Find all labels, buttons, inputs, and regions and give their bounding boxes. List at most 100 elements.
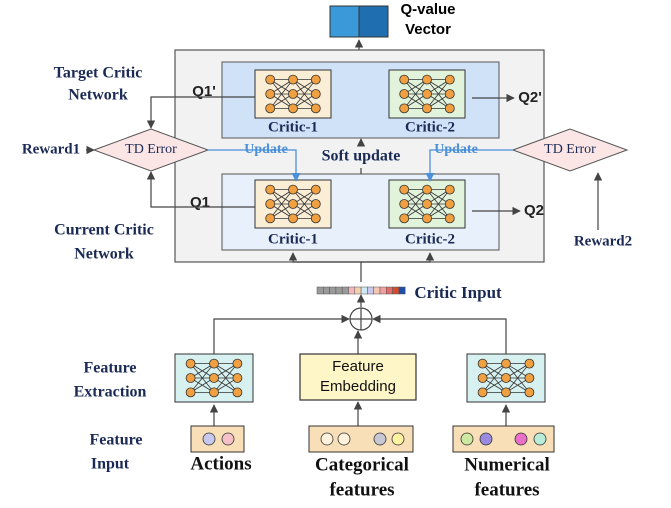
critic-input-segment — [335, 286, 343, 295]
neuron-node — [265, 74, 276, 85]
critic-input-segment — [398, 286, 406, 295]
categorical-input-box — [308, 425, 414, 453]
current-critic-1-label: Critic-1 — [268, 231, 318, 247]
q2-label: Q2 — [524, 202, 544, 219]
neuron-node — [310, 74, 321, 85]
critic-input-segment — [379, 286, 387, 295]
neuron-node — [232, 373, 243, 383]
neuron-node — [444, 89, 455, 99]
feature-input-label-line2: Input — [91, 456, 130, 473]
critic-input-segment — [386, 286, 393, 295]
soft-update-label: Soft update — [322, 148, 401, 165]
numerical-label-line1: Numerical — [464, 454, 549, 475]
feature-embedding-line1: Feature — [332, 358, 384, 375]
reward2-label: Reward2 — [574, 233, 632, 249]
feature-embedding-line2: Embedding — [320, 378, 396, 395]
feature-dot — [337, 432, 351, 446]
critic-input-segment — [329, 286, 337, 295]
neuron-node — [232, 358, 243, 369]
neuron-node — [310, 213, 321, 224]
feature-dot — [391, 432, 405, 446]
action-feature-extraction-network — [174, 353, 254, 403]
neuron-node — [477, 358, 488, 369]
feature-dot — [320, 432, 334, 446]
neuron-node — [185, 373, 196, 383]
td-error-right — [511, 128, 629, 172]
neuron-node — [265, 184, 276, 195]
neuron-node — [288, 184, 298, 195]
target-critic-1-network — [254, 69, 332, 119]
feature-dot — [221, 432, 235, 446]
neuron-node — [501, 373, 511, 383]
neuron-node — [310, 103, 321, 114]
neuron-node — [288, 199, 298, 209]
numerical-input-box — [452, 425, 555, 453]
neuron-node — [288, 213, 298, 224]
feature-dot — [460, 432, 474, 446]
target-critic-1-label: Critic-1 — [268, 119, 318, 135]
critic-input-segment — [341, 286, 349, 295]
numerical-feature-extraction-network — [466, 353, 546, 403]
neuron-node — [501, 387, 511, 398]
feature-dot — [514, 432, 528, 446]
q1-target-label: Q1' — [192, 83, 216, 100]
neuron-node — [265, 213, 276, 224]
neuron-node — [477, 373, 488, 383]
qvalue-title-line1: Q-value — [400, 1, 455, 18]
qvalue-title-line2: Vector — [405, 21, 451, 38]
neuron-node — [444, 199, 455, 209]
current-network-label-line1: Current Critic — [54, 222, 154, 239]
neuron-node — [288, 103, 298, 114]
neuron-node — [422, 103, 432, 114]
current-critic-1-network — [254, 179, 332, 229]
critic-input-segment — [348, 286, 356, 295]
neuron-node — [477, 387, 488, 398]
neuron-node — [422, 213, 432, 224]
feature-extraction-label-line1: Feature — [83, 360, 136, 377]
neuron-node — [265, 103, 276, 114]
neuron-node — [422, 89, 432, 99]
neuron-node — [399, 213, 410, 224]
neuron-node — [399, 184, 410, 195]
neuron-node — [524, 373, 535, 383]
neuron-node — [265, 89, 276, 99]
feature-dot — [202, 432, 216, 446]
target-critic-2-network — [388, 69, 466, 119]
numerical-label-line2: features — [474, 479, 539, 500]
feature-embedding-box — [299, 353, 417, 401]
feature-input-label-line1: Feature — [89, 432, 142, 449]
qvalue-cell-2 — [358, 5, 389, 38]
target-network-label-line1: Target Critic — [54, 65, 143, 82]
td-error-left-label: TD Error — [125, 142, 177, 157]
critic-input-segment — [354, 286, 362, 295]
neuron-node — [288, 74, 298, 85]
neuron-node — [185, 358, 196, 369]
current-critic-2-label: Critic-2 — [405, 231, 455, 247]
neuron-node — [501, 358, 511, 369]
feature-extraction-label-line2: Extraction — [74, 384, 147, 401]
qvalue-cell-1 — [329, 5, 360, 38]
neuron-node — [265, 199, 276, 209]
target-network-label-line2: Network — [68, 87, 128, 104]
categorical-label-line2: features — [329, 479, 394, 500]
neuron-node — [422, 74, 432, 85]
update-right-label: Update — [434, 142, 478, 157]
critic-input-segment — [323, 286, 330, 295]
neuron-node — [232, 387, 243, 398]
neuron-node — [209, 358, 219, 369]
critic-input-segment — [360, 286, 368, 295]
neuron-node — [185, 387, 196, 398]
critic-input-segment — [367, 286, 374, 295]
neuron-node — [399, 74, 410, 85]
target-critic-2-label: Critic-2 — [405, 119, 455, 135]
critic-input-segment — [316, 286, 324, 295]
critic-input-label: Critic Input — [414, 283, 502, 302]
update-left-label: Update — [244, 142, 288, 157]
update-arrow-left — [208, 149, 301, 182]
current-network-label-line2: Network — [74, 246, 134, 263]
neuron-node — [209, 387, 219, 398]
categorical-label-line1: Categorical — [315, 454, 409, 475]
neuron-node — [310, 89, 321, 99]
neuron-node — [288, 89, 298, 99]
